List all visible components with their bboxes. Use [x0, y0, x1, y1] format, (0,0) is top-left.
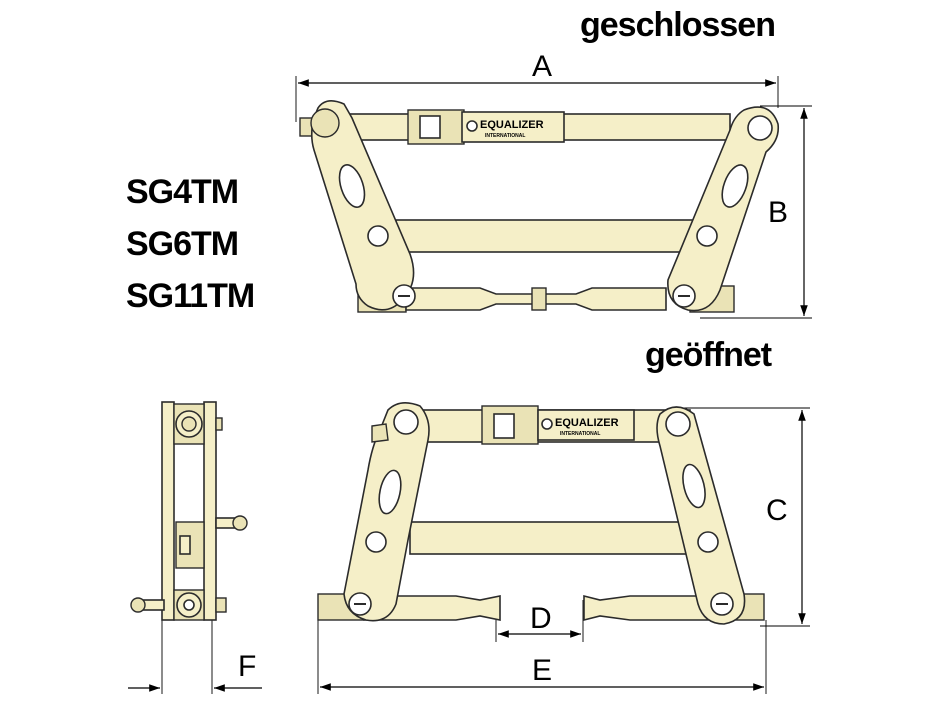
title-closed: geschlossen [580, 6, 775, 44]
title-open: geöffnet [645, 336, 772, 374]
svg-text:INTERNATIONAL: INTERNATIONAL [560, 431, 600, 437]
model-sg6tm: SG6TM [126, 225, 238, 263]
model-sg11tm: SG11TM [126, 277, 254, 315]
side-right-plate [203, 401, 217, 621]
dimension-d-label: D [530, 602, 552, 635]
open-middle-bar [409, 521, 687, 555]
dimension-e-label: E [532, 654, 552, 687]
side-left-plate [161, 401, 175, 621]
svg-text:INTERNATIONAL: INTERNATIONAL [485, 133, 525, 139]
dimension-c-label: C [766, 494, 788, 527]
open-view: C D E EQUALIZER INTERNATIONAL [317, 402, 810, 694]
dimension-f-label: F [238, 650, 256, 683]
brand-logo-open: EQUALIZER INTERNATIONAL [541, 417, 619, 437]
side-thumb-screw-lower [130, 597, 165, 613]
dimension-a-label: A [532, 50, 552, 83]
open-right-arm [656, 406, 746, 625]
svg-text:EQUALIZER: EQUALIZER [555, 417, 619, 429]
brand-logo-closed: EQUALIZER INTERNATIONAL [466, 119, 544, 139]
closed-left-arm [310, 100, 415, 311]
open-bottom-right-bar [583, 594, 713, 622]
closed-right-arm [667, 106, 780, 312]
svg-text:EQUALIZER: EQUALIZER [480, 119, 544, 131]
dimension-b-label: B [768, 196, 788, 229]
closed-middle-bar [395, 219, 697, 253]
open-bottom-left-bar [363, 595, 501, 621]
side-view: F [128, 401, 262, 694]
side-thumb-screw-upper [215, 515, 248, 531]
model-sg4tm: SG4TM [126, 173, 238, 211]
closed-view: A B EQUALIZER INTERNATIONAL [295, 50, 812, 319]
